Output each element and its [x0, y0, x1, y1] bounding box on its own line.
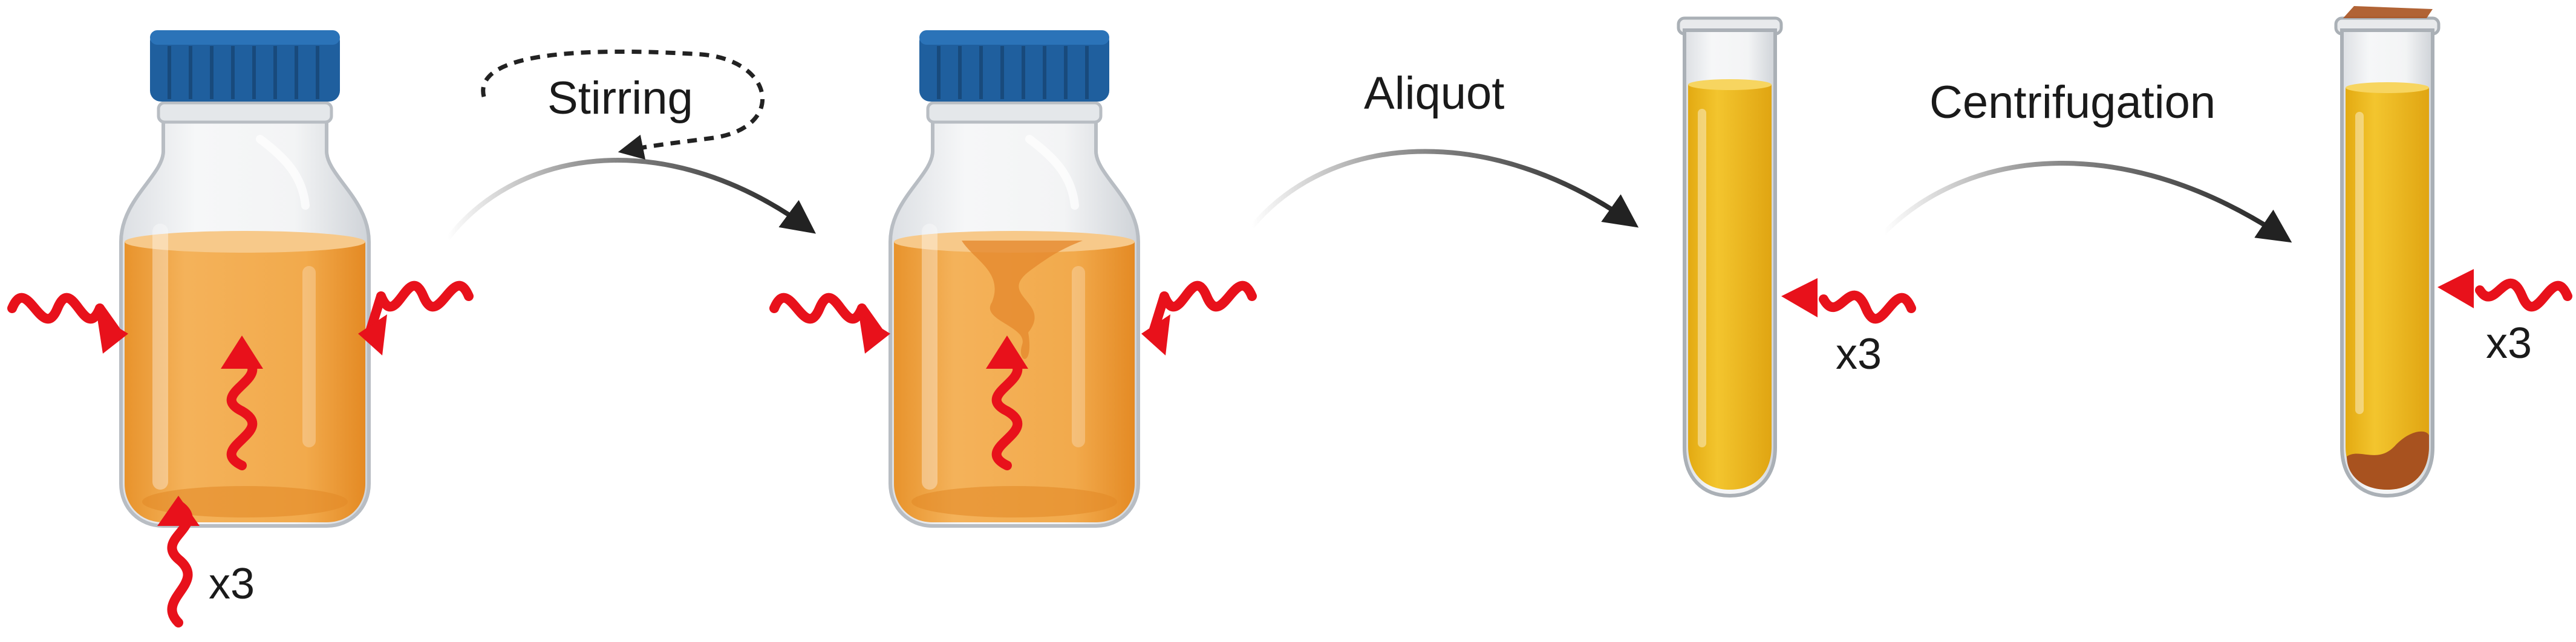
radiation-arrowhead-tube-2: [2437, 269, 2474, 308]
radiation-arrow-tube-2: [2475, 278, 2572, 312]
radiation-arrow-tube-1: [1819, 290, 1916, 324]
label-stirring: Stirring: [547, 73, 693, 124]
flow-arrow-stirring: [445, 158, 817, 241]
radiation-arrowheads-bottle-2: [859, 314, 1170, 369]
multiplier-tube-2: x3: [2486, 319, 2532, 368]
flow-arrow-aliquot: [1250, 149, 1639, 229]
flow-arrow-centrifugation: [1882, 161, 2292, 243]
radiation-arrowhead-tube-1: [1781, 278, 1818, 317]
radiation-arrowheads-bottle-1: [97, 314, 387, 526]
vortex: [962, 241, 1083, 359]
bottle-1: [121, 30, 369, 526]
test-tube-2: [2336, 6, 2439, 496]
label-aliquot: Aliquot: [1364, 68, 1504, 119]
pellet: [2347, 431, 2429, 490]
multiplier-bottle: x3: [209, 560, 255, 608]
test-tube-1: [1678, 18, 1781, 496]
label-centrifugation: Centrifugation: [1929, 77, 2216, 128]
multiplier-tube-1: x3: [1836, 330, 1882, 378]
radiation-arrows-bottle-1: [7, 280, 474, 627]
